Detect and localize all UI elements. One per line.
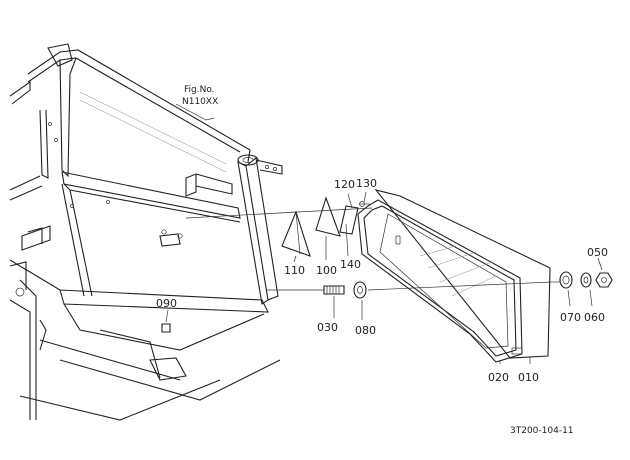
hardware-parts xyxy=(161,196,613,333)
window-seal-020 xyxy=(357,199,523,363)
part-number-020[interactable]: 020 xyxy=(488,371,509,384)
part-number-010[interactable]: 010 xyxy=(518,371,539,384)
part-number-070[interactable]: 070 xyxy=(560,311,581,324)
plate-140 xyxy=(339,205,359,235)
fig-label: Fig.No. xyxy=(184,85,215,95)
part-number-110[interactable]: 110 xyxy=(284,264,305,277)
outer-frame-010 xyxy=(374,189,551,359)
washer-060 xyxy=(580,272,592,288)
bracket-110 xyxy=(281,210,311,257)
fig-number: N110XX xyxy=(182,97,218,107)
nut-050 xyxy=(595,272,613,288)
part-number-030[interactable]: 030 xyxy=(317,321,338,334)
part-number-100[interactable]: 100 xyxy=(316,264,337,277)
assembly-lines xyxy=(165,103,603,364)
part-number-050[interactable]: 050 xyxy=(587,246,608,259)
part-number-130[interactable]: 130 xyxy=(356,177,377,190)
bolt-030 xyxy=(323,285,345,295)
part-number-090[interactable]: 090 xyxy=(156,297,177,310)
bushing-070 xyxy=(559,271,573,289)
part-number-120[interactable]: 120 xyxy=(334,178,355,191)
bolt-090 xyxy=(161,323,171,333)
part-number-060[interactable]: 060 xyxy=(584,311,605,324)
bracket-100 xyxy=(315,196,341,237)
labels: Fig.No. N110XX 010 020 030 050 060 070 0… xyxy=(156,85,608,436)
part-number-140[interactable]: 140 xyxy=(340,258,361,271)
washer-080 xyxy=(353,281,367,299)
part-number-080[interactable]: 080 xyxy=(355,324,376,337)
drawing-code: 3T200-104-11 xyxy=(510,426,574,436)
cab-frame xyxy=(9,43,283,421)
window-assembly xyxy=(357,189,551,363)
